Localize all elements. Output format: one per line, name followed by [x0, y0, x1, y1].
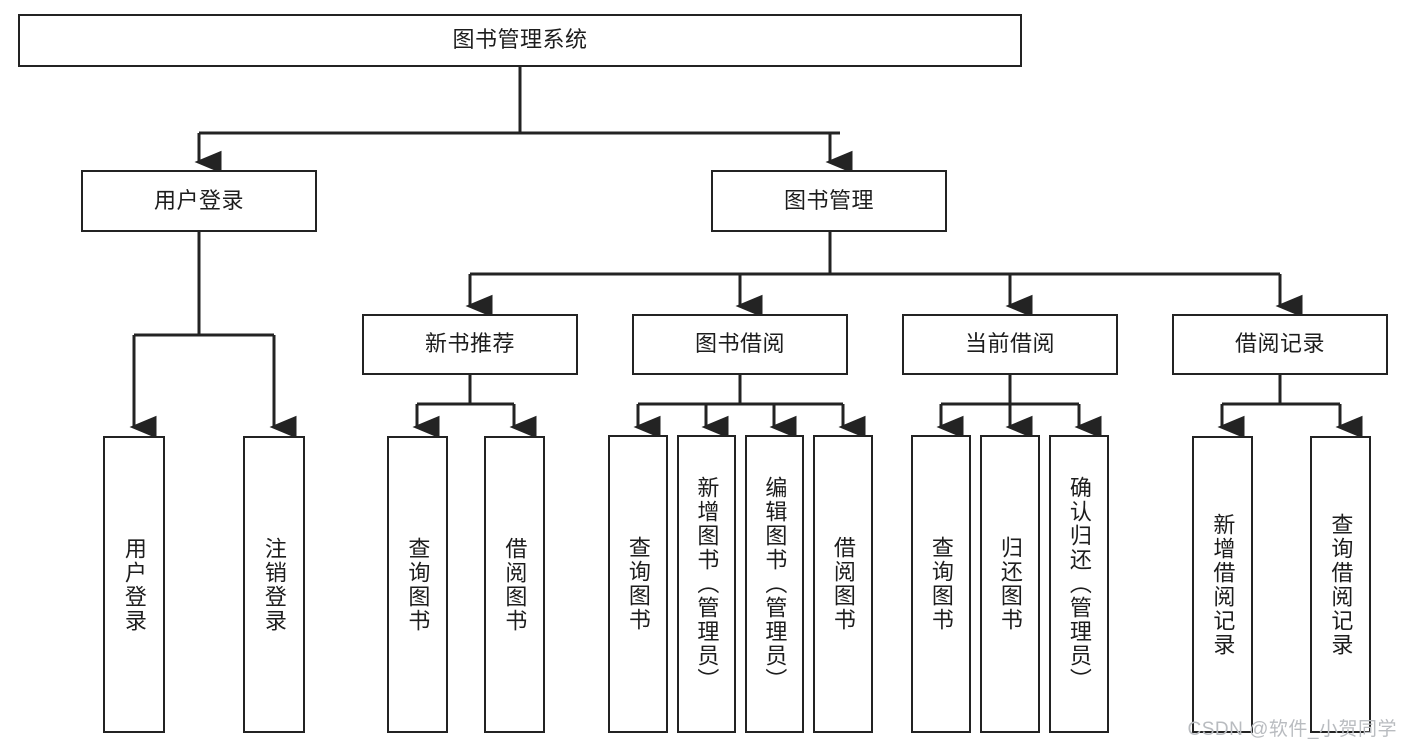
node-leaf-user-logout[interactable]: 注销登录: [243, 436, 305, 733]
node-leaf-user-login[interactable]: 用户登录: [103, 436, 165, 733]
node-label: 图书管理系统: [452, 27, 588, 53]
node-label: 编辑图书（管理员）: [762, 476, 788, 692]
node-root-book-management-system[interactable]: 图书管理系统: [18, 14, 1022, 67]
node-leaf-confirm-return-admin[interactable]: 确认归还（管理员）: [1049, 435, 1109, 733]
node-label: 图书管理: [783, 187, 874, 213]
node-leaf-return-book[interactable]: 归还图书: [980, 435, 1040, 733]
node-leaf-query-book-current[interactable]: 查询图书: [911, 435, 971, 733]
node-label: 查询图书: [625, 536, 651, 632]
node-book-management[interactable]: 图书管理: [711, 170, 947, 232]
node-label: 用户登录: [153, 187, 244, 213]
node-leaf-query-borrow-record[interactable]: 查询借阅记录: [1310, 436, 1371, 733]
node-label: 借阅图书: [502, 536, 528, 633]
node-label: 确认归还（管理员）: [1066, 476, 1092, 692]
node-leaf-edit-book-admin[interactable]: 编辑图书（管理员）: [745, 435, 804, 733]
csdn-watermark: CSDN @软件_小贺同学: [1187, 719, 1397, 740]
node-leaf-add-book-admin[interactable]: 新增图书（管理员）: [677, 435, 736, 733]
node-leaf-query-book-borrow[interactable]: 查询图书: [608, 435, 668, 733]
node-user-login[interactable]: 用户登录: [81, 170, 317, 232]
node-current-borrow[interactable]: 当前借阅: [902, 314, 1118, 375]
node-leaf-add-borrow-record[interactable]: 新增借阅记录: [1192, 436, 1253, 733]
node-label: 新增借阅记录: [1210, 512, 1236, 657]
node-label: 新书推荐: [424, 331, 515, 357]
node-leaf-query-book-recommend[interactable]: 查询图书: [387, 436, 448, 733]
node-book-borrow[interactable]: 图书借阅: [632, 314, 848, 375]
node-new-book-recommend[interactable]: 新书推荐: [362, 314, 578, 375]
node-label: 查询图书: [405, 536, 431, 633]
node-label: 图书借阅: [694, 331, 785, 357]
node-label: 归还图书: [997, 536, 1023, 632]
node-borrow-record[interactable]: 借阅记录: [1172, 314, 1388, 375]
node-label: 新增图书（管理员）: [694, 476, 720, 692]
node-label: 借阅图书: [830, 536, 856, 632]
node-label: 当前借阅: [964, 331, 1055, 357]
node-label: 查询图书: [928, 536, 954, 632]
node-label: 查询借阅记录: [1328, 512, 1354, 657]
node-label: 用户登录: [121, 536, 147, 633]
node-leaf-borrow-book-recommend[interactable]: 借阅图书: [484, 436, 545, 733]
node-label: 借阅记录: [1234, 331, 1325, 357]
node-label: 注销登录: [261, 536, 287, 633]
node-leaf-borrow-book-borrow[interactable]: 借阅图书: [813, 435, 873, 733]
